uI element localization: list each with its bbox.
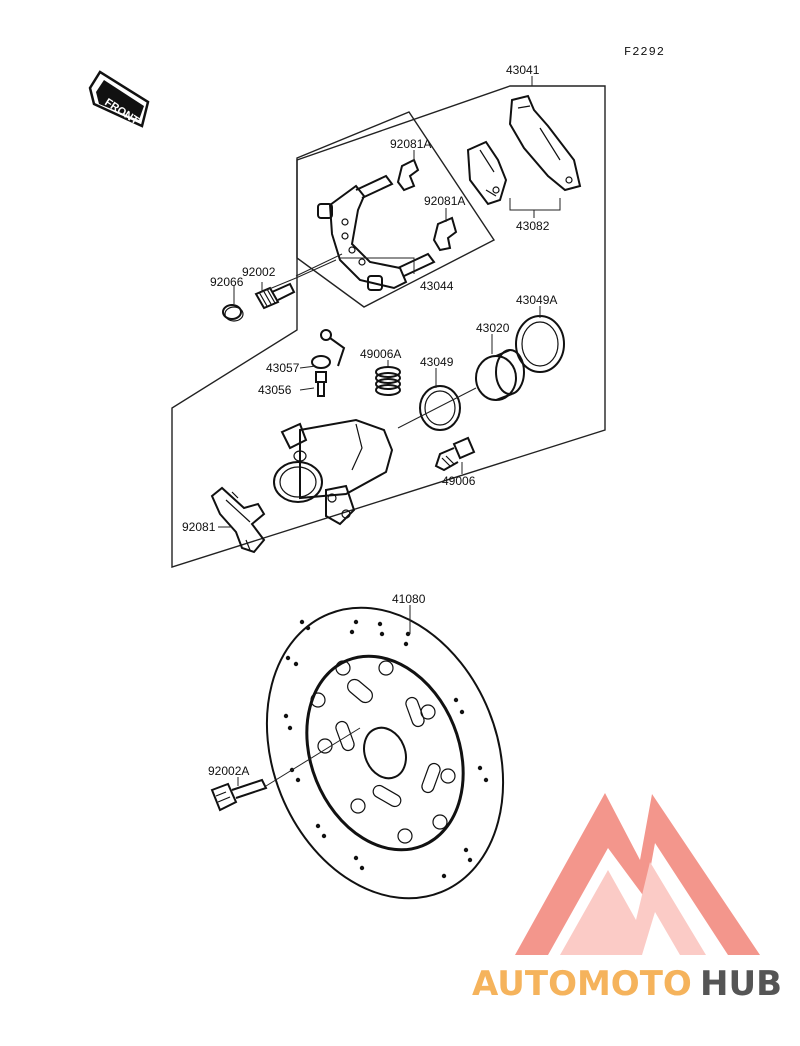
label-49006a: 49006A (360, 347, 401, 361)
label-43049: 43049 (420, 355, 454, 369)
caliper-bolt (434, 436, 476, 472)
label-43044: 43044 (420, 279, 454, 293)
piston-seal (419, 385, 461, 431)
label-43057: 43057 (266, 361, 300, 375)
caliper-holder-frame (296, 111, 496, 308)
caliper-holder (317, 174, 436, 291)
label-43049a: 43049A (516, 293, 557, 307)
label-92081: 92081 (182, 520, 216, 534)
pad-spring-clip-lower (432, 216, 458, 252)
drawing-code: F2292 (624, 45, 665, 59)
piston-spring (375, 366, 401, 396)
brake-pad-set (466, 94, 582, 206)
watermark-brand-part2: HUB (700, 964, 782, 1004)
caliper-body (273, 418, 394, 526)
anti-rattle-spring (210, 486, 266, 554)
label-92002a: 92002A (208, 764, 249, 778)
front-arrow-icon: FRONT (88, 70, 150, 128)
watermark-logo-icon (515, 793, 760, 955)
bleeder-cap (311, 329, 346, 369)
label-43020: 43020 (476, 321, 510, 335)
label-43056: 43056 (258, 383, 292, 397)
pad-spring-clip-upper (396, 158, 420, 192)
label-92066: 92066 (210, 275, 244, 289)
bleeder-valve (315, 371, 327, 397)
label-43041: 43041 (506, 63, 540, 77)
holder-cap (222, 304, 244, 322)
watermark-brand-part1: AUTOMOTO (472, 964, 692, 1004)
holder-bolt (254, 282, 296, 310)
brake-disc (265, 606, 505, 900)
label-92002: 92002 (242, 265, 276, 279)
caliper-assembly-frame (171, 85, 606, 568)
label-49006: 49006 (442, 474, 476, 488)
label-41080: 41080 (392, 592, 426, 606)
piston (475, 349, 525, 401)
label-92081a-lower: 92081A (424, 194, 465, 208)
label-92081a-upper: 92081A (390, 137, 431, 151)
disc-bolt (210, 778, 268, 812)
label-43082: 43082 (516, 219, 550, 233)
